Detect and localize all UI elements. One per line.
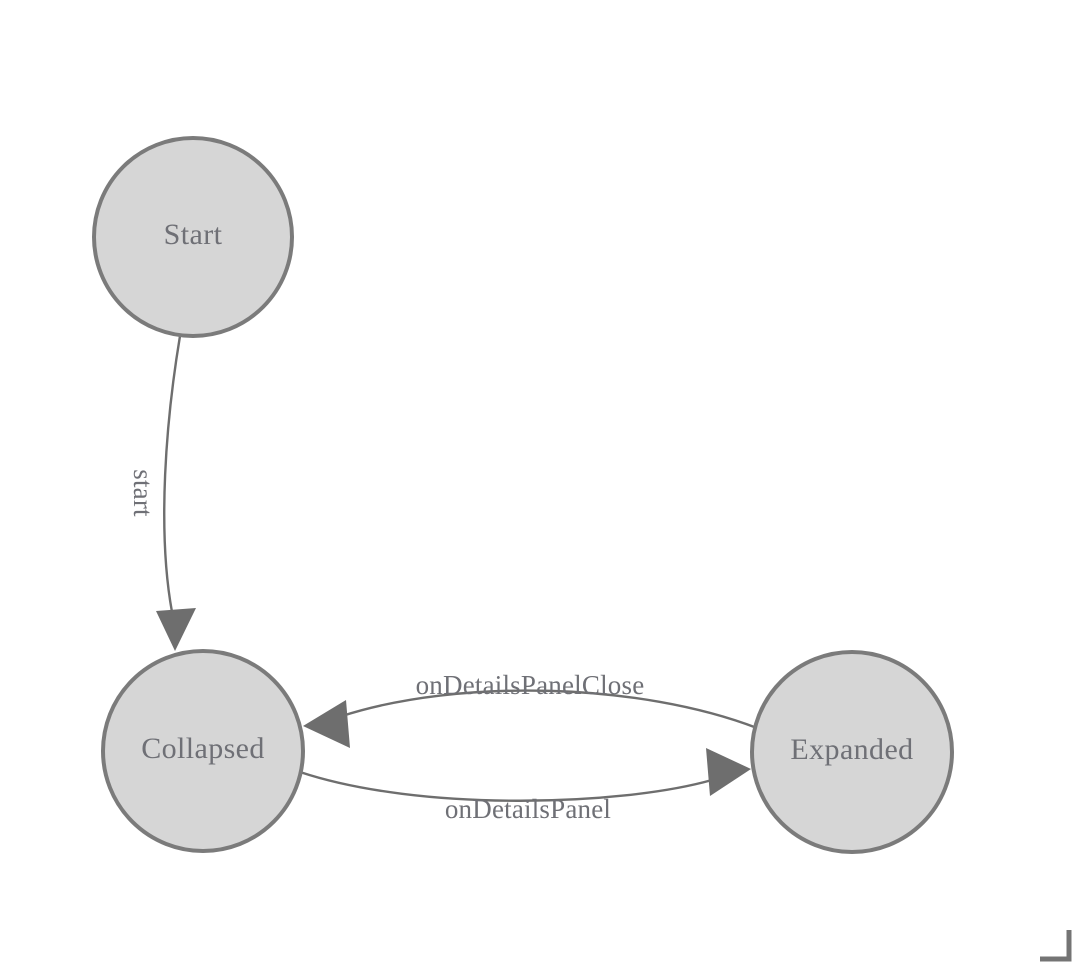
edge-label-on-details-panel: onDetailsPanel — [445, 794, 611, 824]
arrowhead-collapsed-to-expanded — [706, 748, 751, 796]
edge-start-to-collapsed[interactable] — [156, 334, 196, 651]
node-start-circle — [92, 136, 294, 338]
edge-path-collapsed-to-expanded — [298, 770, 714, 802]
node-expanded-circle — [750, 650, 954, 854]
corner-bracket-icon — [1040, 930, 1072, 962]
node-expanded-label: Expanded — [790, 733, 913, 766]
edge-expanded-to-collapsed[interactable] — [303, 689, 759, 748]
edge-path-start-to-collapsed — [163, 334, 182, 614]
node-start-label: Start — [164, 218, 223, 251]
edges-layer — [156, 334, 759, 802]
node-collapsed[interactable]: Collapsed — [101, 649, 305, 853]
edge-path-expanded-to-collapsed — [340, 689, 759, 730]
node-collapsed-label: Collapsed — [141, 732, 265, 765]
node-expanded[interactable]: Expanded — [750, 650, 954, 854]
nodes-layer: Start Collapsed Expanded — [92, 136, 954, 854]
arrowhead-expanded-to-collapsed — [303, 700, 350, 748]
node-collapsed-circle — [101, 649, 305, 853]
edge-collapsed-to-expanded[interactable] — [298, 748, 751, 802]
node-start[interactable]: Start — [92, 136, 294, 338]
arrowhead-start-to-collapsed — [156, 608, 196, 651]
edge-labels-layer: start onDetailsPanelClose onDetailsPanel — [128, 469, 645, 824]
edge-label-start: start — [128, 469, 158, 517]
edge-label-on-details-panel-close: onDetailsPanelClose — [416, 670, 645, 700]
